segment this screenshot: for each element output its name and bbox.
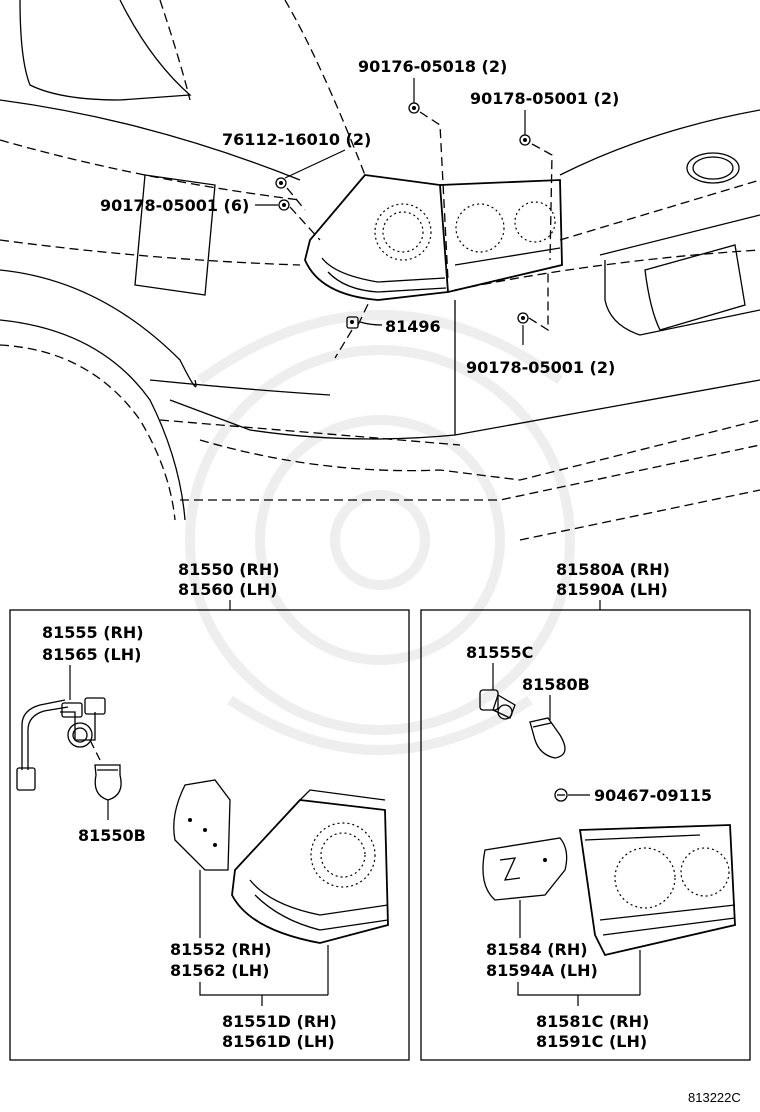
- bulb-81580b-icon: [529, 717, 566, 759]
- socket-81555c-icon: [479, 689, 516, 720]
- figure-id: 813222C: [688, 1090, 741, 1105]
- label-81550-rh: 81550 (RH): [178, 560, 280, 579]
- clip-76112-icon: [275, 177, 287, 189]
- label-81580a-rh: 81580A (RH): [556, 560, 670, 579]
- label-81560-lh: 81560 (LH): [178, 580, 277, 599]
- lamp-81581c: [578, 824, 736, 957]
- label-90178-05001-lower: 90178-05001 (2): [466, 358, 615, 377]
- vehicle-body-outline: [0, 0, 760, 541]
- label-76112-16010: 76112-16010 (2): [222, 130, 371, 149]
- label-81552-rh: 81552 (RH): [170, 940, 272, 959]
- nut-90178-left-icon: [278, 199, 290, 211]
- bulb-81550b-icon: [94, 764, 122, 801]
- label-90178-05001-top: 90178-05001 (2): [470, 89, 619, 108]
- label-81496: 81496: [385, 317, 441, 336]
- tail-lamp-assembly-on-vehicle: [304, 174, 563, 301]
- left-detail-box: [9, 609, 410, 1061]
- label-81550b: 81550B: [78, 826, 146, 845]
- watermark-emblem: [185, 310, 575, 755]
- label-81555c: 81555C: [466, 643, 533, 662]
- leader-lines-upper: [255, 78, 553, 359]
- gasket-81584: [482, 837, 568, 901]
- label-81565-lh: 81565 (LH): [42, 645, 141, 664]
- label-90176-05018: 90176-05018 (2): [358, 57, 507, 76]
- fasteners-upper: [275, 102, 531, 329]
- gasket-81552: [173, 779, 231, 871]
- label-81590a-lh: 81590A (LH): [556, 580, 668, 599]
- lamp-81551d: [231, 789, 389, 944]
- socket-harness-81555: [16, 697, 106, 791]
- label-81584-rh: 81584 (RH): [486, 940, 588, 959]
- label-81581c-rh: 81581C (RH): [536, 1012, 649, 1031]
- label-81594a-lh: 81594A (LH): [486, 961, 598, 980]
- leader-81551d-bracket: [199, 982, 328, 1006]
- label-81562-lh: 81562 (LH): [170, 961, 269, 980]
- nut-90178-lower-icon: [517, 312, 529, 324]
- leader-81581c-bracket: [517, 982, 640, 1006]
- label-90467-09115: 90467-09115: [594, 786, 712, 805]
- label-81580b: 81580B: [522, 675, 590, 694]
- label-81561d-lh: 81561D (LH): [222, 1032, 335, 1051]
- grommet-81496-icon: [346, 316, 359, 329]
- label-81591c-lh: 81591C (LH): [536, 1032, 647, 1051]
- nut-90178-right-icon: [519, 134, 531, 146]
- label-81551d-rh: 81551D (RH): [222, 1012, 337, 1031]
- label-90178-05001-left: 90178-05001 (6): [100, 196, 249, 215]
- nut-90176-icon: [408, 102, 420, 114]
- label-81555-rh: 81555 (RH): [42, 623, 144, 642]
- screw-90467-icon: [554, 788, 568, 802]
- right-detail-box: [420, 609, 751, 1061]
